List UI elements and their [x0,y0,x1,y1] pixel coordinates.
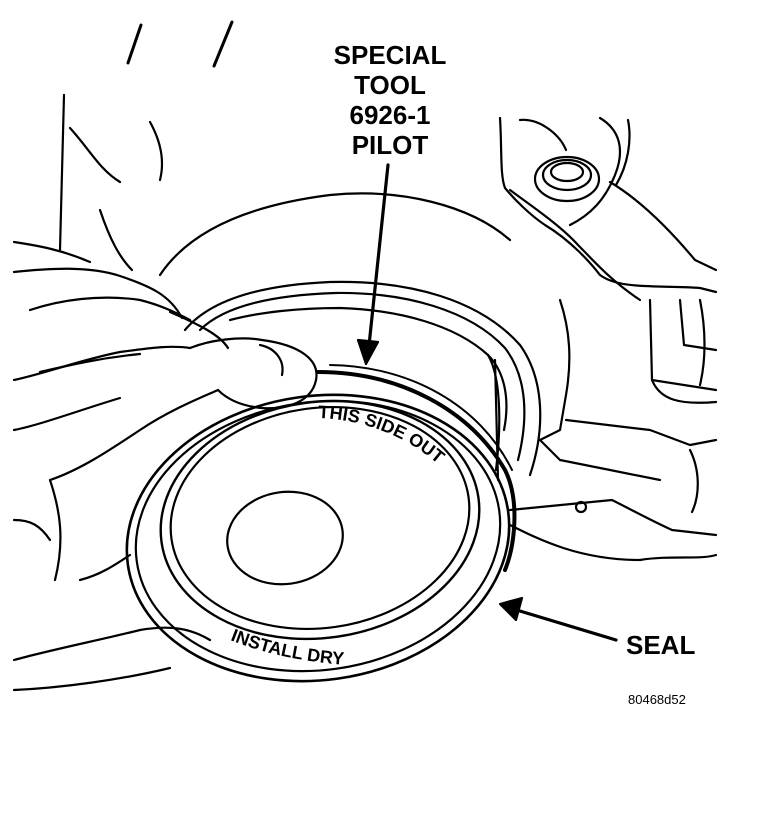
hand [12,93,318,692]
callout-line: 6926-1 [349,100,431,130]
hash-mark [212,20,234,68]
tool-pointer-arrow [356,163,390,366]
callout-line: TOOL [354,70,426,100]
special-tool-pilot [158,192,542,482]
small-bolt-hole [574,500,588,514]
install-dry-marking: INSTALL DRY [229,625,345,669]
hash-mark [126,23,143,65]
bolt-boss [533,155,601,203]
seal-pointer-arrow [498,596,618,642]
figure-reference-code: 80468d52 [628,692,686,707]
special-tool-callout: SPECIAL TOOL 6926-1 PILOT [300,40,480,160]
seal-label: SEAL [626,630,696,660]
callout-line: SPECIAL [333,40,447,70]
seal [125,364,517,683]
engine-block [498,116,718,562]
callout-line: PILOT [351,130,429,160]
seal-center-bore [226,490,344,586]
